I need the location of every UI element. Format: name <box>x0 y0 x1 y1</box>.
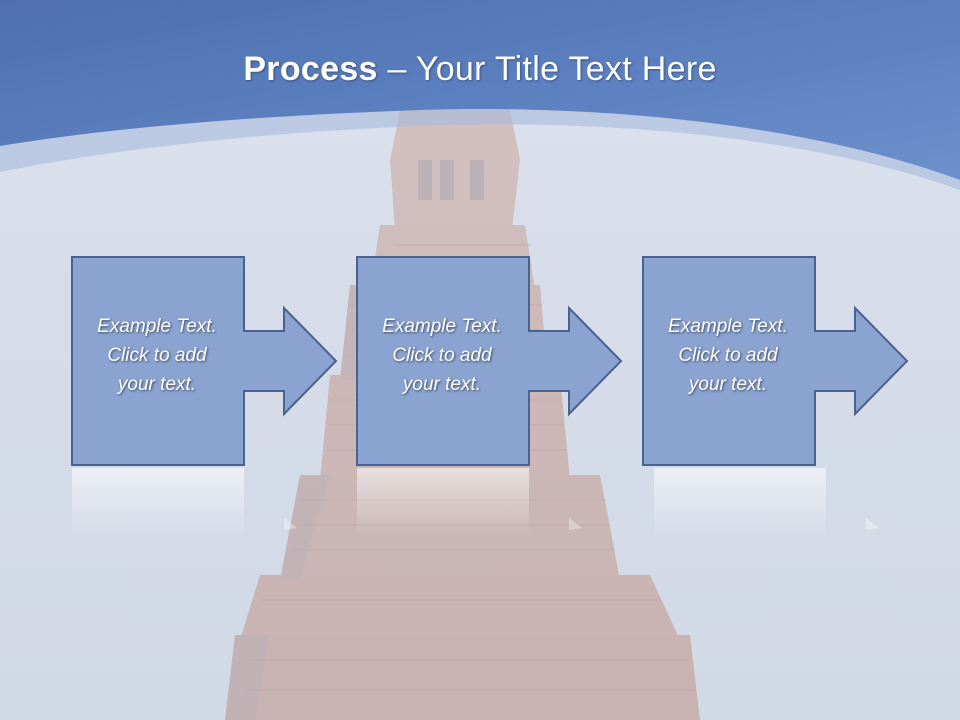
title-rest-text: – Your Title Text Here <box>377 50 717 88</box>
step-1-text[interactable]: Example Text. Click to add your text. <box>71 312 243 399</box>
step-2-line-2: Click to add <box>392 345 492 366</box>
page-title[interactable]: Process – Your Title Text Here <box>0 50 960 89</box>
step-3-arrow-shape <box>642 256 909 466</box>
header-banner <box>0 0 960 190</box>
step-2-line-3: your text. <box>402 374 482 395</box>
step-3-text[interactable]: Example Text. Click to add your text. <box>642 312 814 399</box>
step-1-line-1: Example Text. <box>97 316 217 337</box>
step-1-line-3: your text. <box>117 374 197 395</box>
step-2-arrow-shape <box>356 256 623 466</box>
step-2-reflection <box>357 468 582 538</box>
step-1-reflection <box>72 468 297 538</box>
process-step-1[interactable]: Example Text. Click to add your text. <box>71 256 411 466</box>
step-3-line-1: Example Text. <box>668 316 788 337</box>
step-1-arrow-shape <box>71 256 338 466</box>
process-step-2[interactable]: Example Text. Click to add your text. <box>356 256 696 466</box>
step-3-line-2: Click to add <box>678 345 778 366</box>
step-1-line-2: Click to add <box>107 345 207 366</box>
step-2-line-1: Example Text. <box>382 316 502 337</box>
process-step-3[interactable]: Example Text. Click to add your text. <box>642 256 960 466</box>
step-2-text[interactable]: Example Text. Click to add your text. <box>356 312 528 399</box>
step-3-line-3: your text. <box>688 374 768 395</box>
title-bold-text: Process <box>243 50 378 88</box>
step-3-reflection <box>654 468 879 538</box>
